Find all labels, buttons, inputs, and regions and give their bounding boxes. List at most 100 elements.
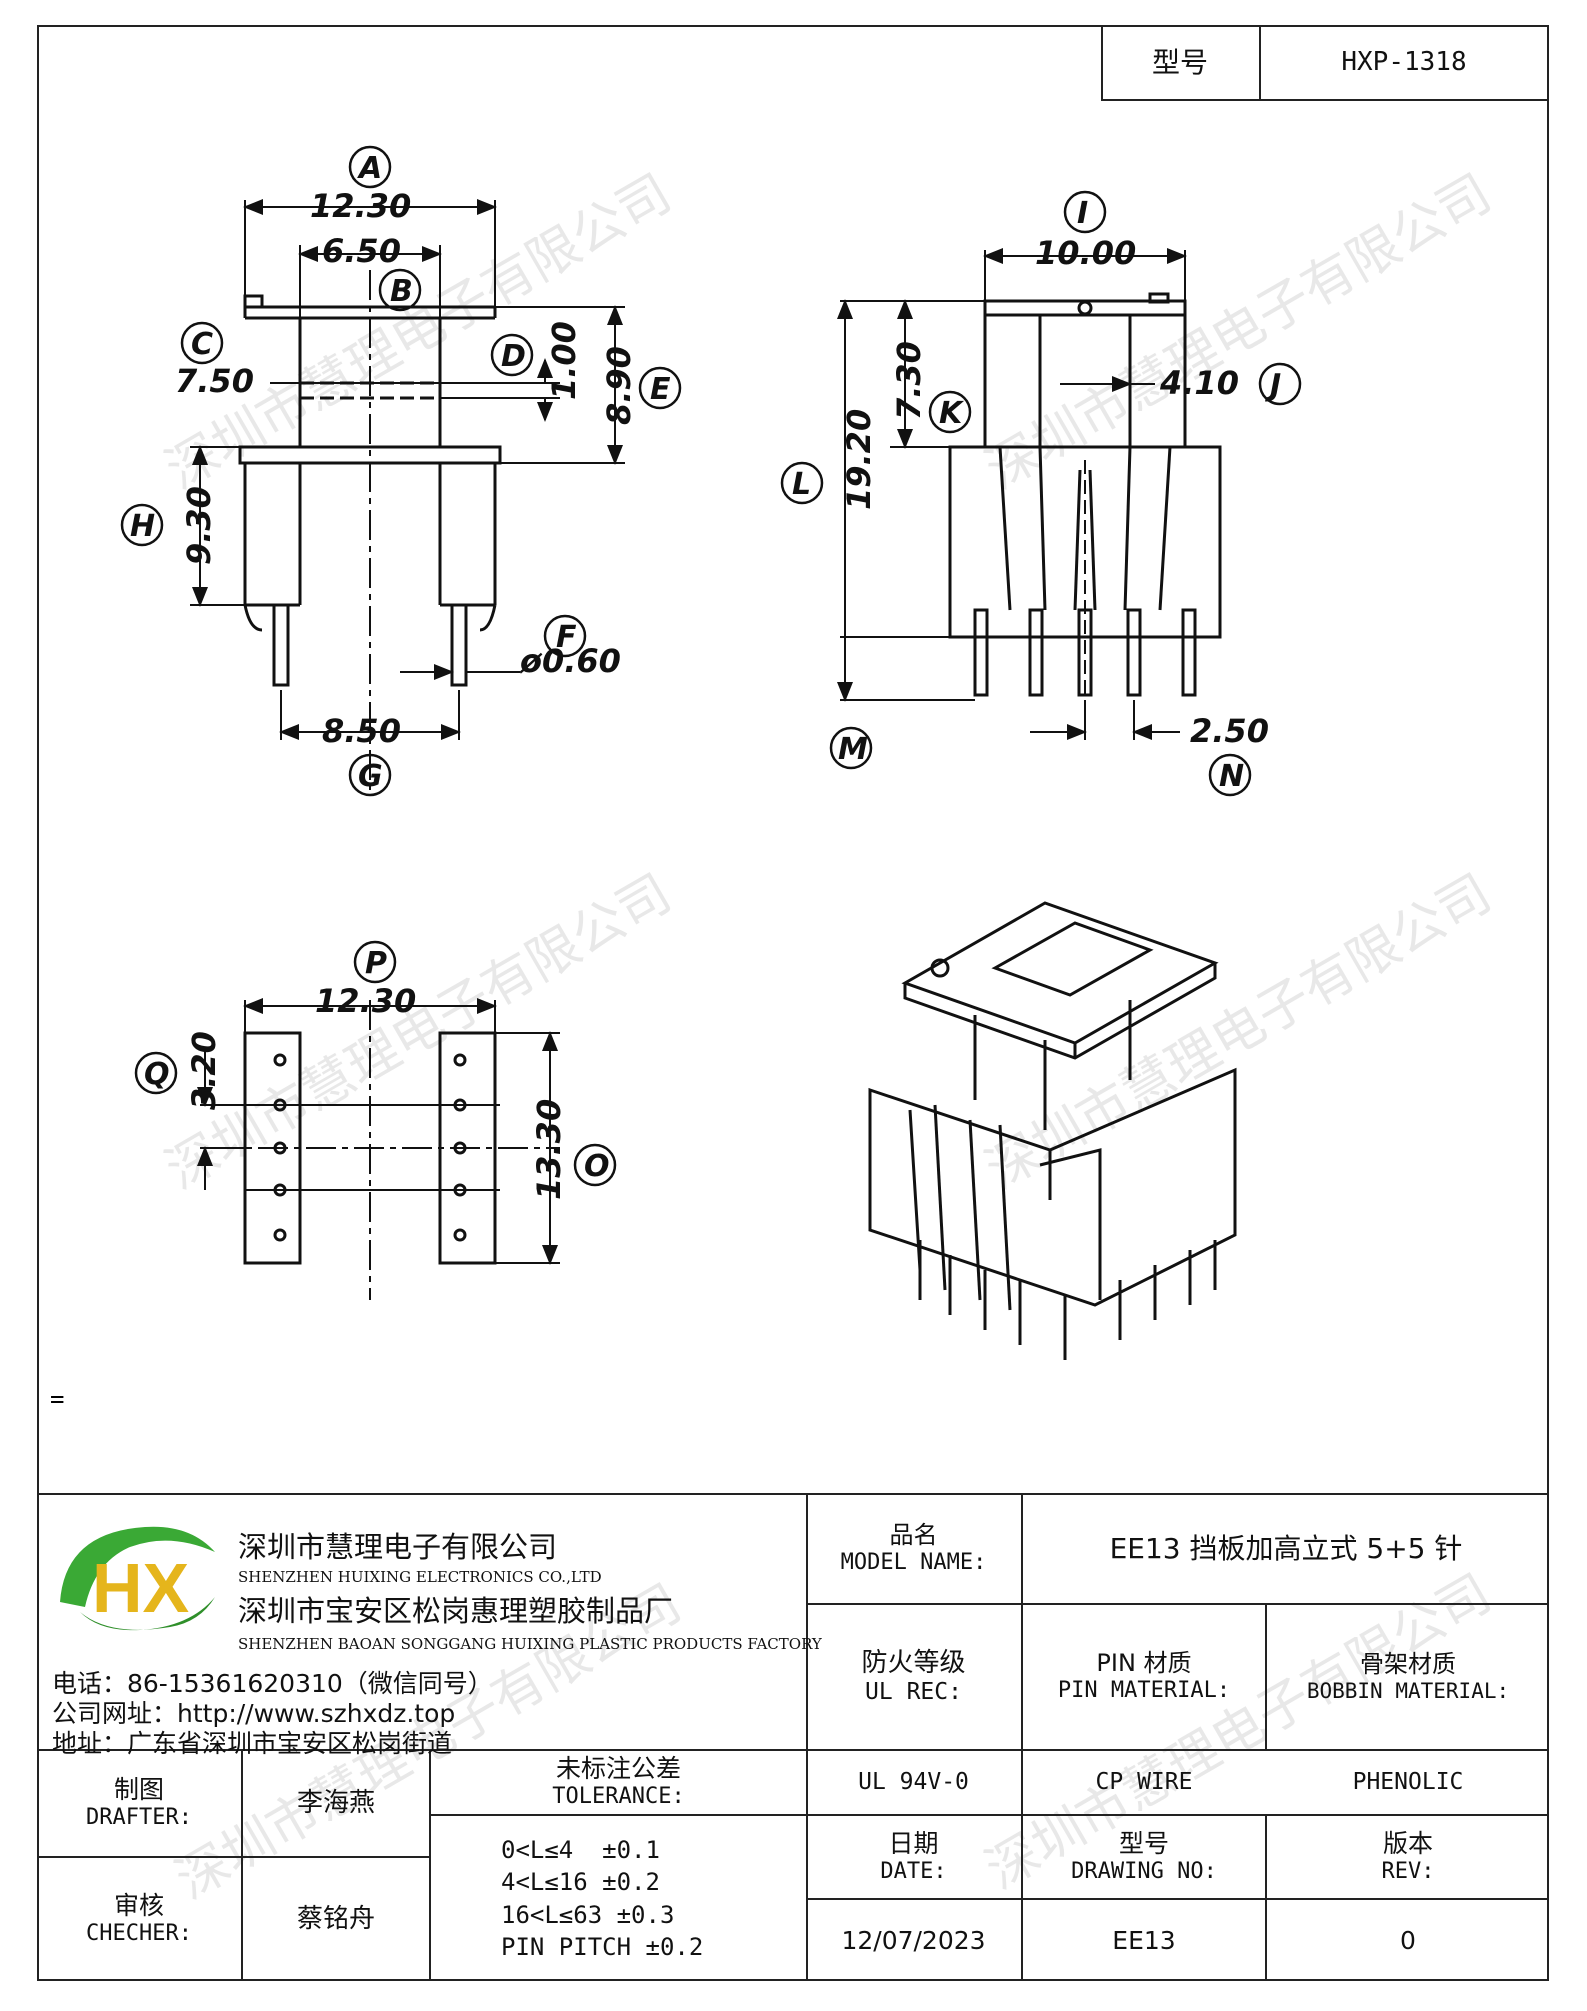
dim-a: 12.30 (310, 187, 411, 225)
label-a: A (357, 151, 382, 186)
label-b: B (390, 274, 413, 309)
label-m: M (838, 732, 868, 767)
bottom-view (197, 998, 560, 1300)
label-l: L (792, 467, 811, 502)
side-view (837, 248, 1222, 740)
dim-d: 1.00 (545, 321, 583, 400)
logo-letters: HX (92, 1549, 190, 1627)
bobbin-material-label: 骨架材质 BOBBIN MATERIAL: (1267, 1605, 1549, 1749)
company-name-en: SHENZHEN HUIXING ELECTRONICS CO.,LTD (238, 1568, 602, 1586)
tolerance-line: 4<L≤16 ±0.2 (501, 1868, 660, 1897)
drafter-value: 李海燕 (296, 1787, 375, 1818)
dim-g: 8.50 (322, 712, 401, 750)
label-g: G (358, 759, 383, 794)
technical-drawing: A B C D E F G H I J K L M N P Q O 12.30 … (50, 145, 1302, 1413)
dimension-values: 12.30 6.50 7.50 ø0.60 8.50 1.00 8.90 9.3… (175, 187, 1269, 1200)
dim-b: 6.50 (322, 232, 401, 270)
dim-q: 3.20 (185, 1031, 223, 1110)
tolerance-line: 16<L≤63 ±0.3 (501, 1900, 675, 1929)
model-name-value: EE13 挡板加高立式 5+5 针 (1109, 1532, 1463, 1566)
tolerance-line: PIN PITCH ±0.2 (501, 1932, 704, 1961)
stray-mark: = (50, 1385, 64, 1413)
company-name-cn: 深圳市慧理电子有限公司 (238, 1530, 558, 1564)
company-website[interactable]: 公司网址：http://www.szhxdz.top (52, 1699, 456, 1728)
label-j: J (1265, 368, 1281, 403)
dim-c: 7.50 (175, 362, 254, 400)
dim-o: 13.30 (530, 1099, 568, 1200)
dimension-labels: A B C D E F G H I J K L M N P Q O (120, 145, 1302, 1187)
ul-rec-label: 防火等级 UL REC: (806, 1605, 1021, 1749)
dim-i: 10.00 (1035, 234, 1136, 272)
ul-cn: 防火等级 (861, 1647, 966, 1678)
rev-cn: 版本 (1382, 1828, 1433, 1858)
company-address: 地址：广东省深圳市宝安区松岗街道 (52, 1729, 453, 1758)
header-model-label: 型号 (1151, 46, 1208, 80)
pin-en: PIN MATERIAL: (1057, 1678, 1231, 1704)
drawing-frame (37, 25, 1549, 1981)
bobbin-en: BOBBIN MATERIAL: (1306, 1678, 1510, 1703)
factory-name-en: SHENZHEN BAOAN SONGGANG HUIXING PLASTIC … (238, 1635, 822, 1653)
label-q: Q (144, 1057, 170, 1092)
dim-p: 12.30 (315, 982, 416, 1020)
tolerance-label: 未标注公差 TOLERANCE: (431, 1751, 806, 1814)
model-name-label: 品名 MODEL NAME: (806, 1495, 1021, 1603)
ul-value: UL 94V-0 (858, 1768, 969, 1795)
date-value: 12/07/2023 (841, 1925, 986, 1955)
dim-n: 2.50 (1190, 712, 1269, 750)
checker-value: 蔡铭舟 (296, 1903, 375, 1934)
dim-j: 4.10 (1159, 364, 1239, 402)
label-h: H (130, 509, 155, 544)
model-name-en: MODEL NAME: (840, 1550, 987, 1576)
date-label: 日期 DATE: (806, 1816, 1021, 1898)
dim-k: 7.30 (890, 341, 928, 420)
pin-cn: PIN 材质 (1096, 1649, 1192, 1678)
logo-svg: HX (60, 1526, 215, 1631)
ul-en: UL REC: (865, 1678, 962, 1705)
label-o: O (584, 1149, 610, 1184)
label-p: P (365, 946, 387, 981)
bobbin-cn: 骨架材质 (1360, 1650, 1456, 1678)
label-c: C (191, 327, 213, 362)
drafter-en: DRAFTER: (86, 1805, 192, 1831)
label-i: I (1077, 196, 1088, 231)
label-e: E (650, 372, 671, 407)
drawing-no-en: DRAWING NO: (1071, 1858, 1217, 1884)
tolerance-cn: 未标注公差 (555, 1754, 681, 1784)
label-k: K (939, 396, 965, 431)
header-model-box (1101, 25, 1549, 101)
front-view (190, 199, 625, 790)
rev-label: 版本 REV: (1267, 1816, 1549, 1898)
checker-en: CHECHER: (86, 1921, 192, 1947)
bobbin-material-value: PHENOLIC (1352, 1768, 1464, 1795)
dim-e: 8.90 (600, 346, 638, 425)
header-model-value: HXP-1318 (1341, 47, 1467, 78)
drafter-cn: 制图 (113, 1775, 164, 1805)
tolerance-values: 0<L≤4 ±0.1 4<L≤16 ±0.2 16<L≤63 ±0.3 PIN … (431, 1816, 806, 1981)
rev-value: 0 (1400, 1925, 1416, 1955)
model-name-cn: 品名 (889, 1521, 938, 1550)
drawing-no-cn: 型号 (1118, 1828, 1169, 1858)
company-phone: 电话：86-15361620310（微信同号） (52, 1669, 493, 1698)
dim-f: ø0.60 (519, 642, 621, 680)
dim-h: 9.30 (180, 486, 218, 565)
isometric-view (868, 901, 1237, 1360)
rev-en: REV: (1381, 1858, 1435, 1884)
label-f: F (556, 620, 577, 655)
pin-material-value: CP WIRE (1095, 1768, 1193, 1795)
drawing-no-label: 型号 DRAWING NO: (1023, 1816, 1265, 1898)
checker-cn: 审核 (113, 1891, 164, 1921)
dim-l: 19.20 (840, 409, 878, 510)
drawing-no-value: EE13 (1112, 1925, 1176, 1955)
label-d: D (501, 339, 526, 374)
tolerance-line: 0<L≤4 ±0.1 (501, 1835, 660, 1864)
factory-name-cn: 深圳市宝安区松岗惠理塑胶制品厂 (238, 1594, 674, 1628)
pin-material-label: PIN 材质 PIN MATERIAL: (1023, 1605, 1265, 1749)
company-logo: HX (50, 1512, 220, 1642)
drawing-svg: A B C D E F G H I J K L M N P Q O 12.30 … (50, 145, 1302, 1413)
label-n: N (1219, 759, 1244, 794)
checker-label: 审核 CHECHER: (37, 1858, 241, 1981)
tolerance-en: TOLERANCE: (552, 1784, 685, 1810)
drafter-label: 制图 DRAFTER: (37, 1751, 241, 1856)
date-en: DATE: (880, 1858, 947, 1884)
date-cn: 日期 (888, 1828, 939, 1858)
